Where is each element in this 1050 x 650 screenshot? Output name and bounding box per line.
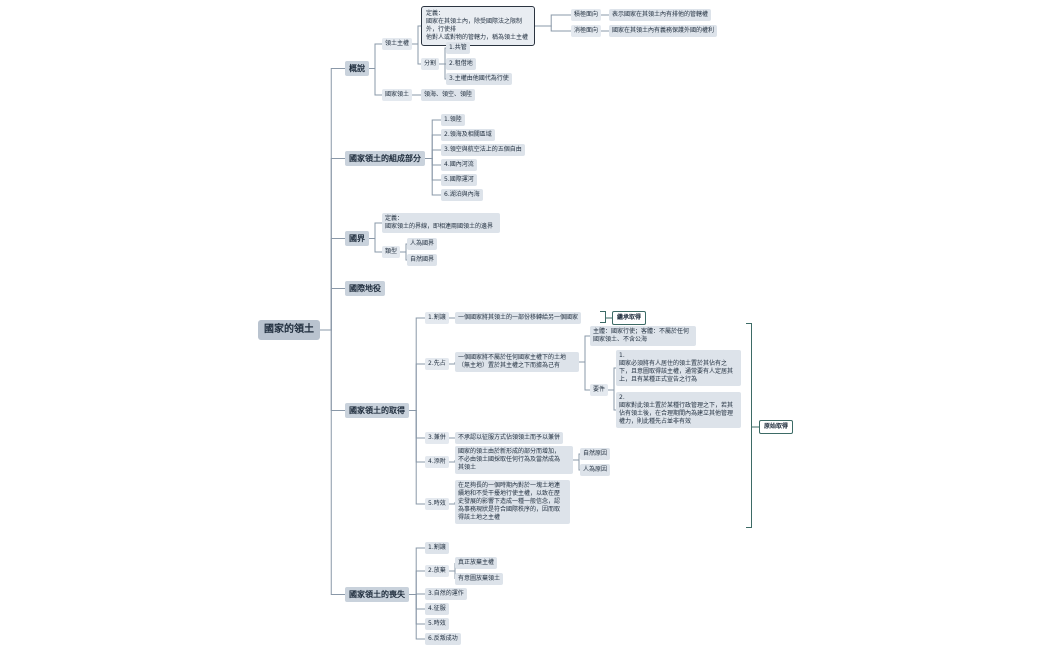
connector (320, 158, 345, 331)
connector (425, 149, 441, 159)
connector (573, 453, 580, 461)
tag-derived-acquisition[interactable]: 繼承取得 (612, 311, 647, 325)
node-prescription-text[interactable]: 在足夠長的一個時期內對於一塊土地連 續地和不受干擾地行使主權，以致在歷 史發展的… (455, 480, 570, 524)
connector (412, 25, 421, 45)
component-3[interactable]: 3.領空與航空法上的五個自由 (441, 144, 525, 156)
bracket-original (746, 323, 752, 528)
node-national-territory[interactable]: 國家領土 (382, 89, 413, 101)
node-annexation[interactable]: 3.兼併 (425, 432, 449, 444)
bracket-derived (600, 311, 606, 323)
node-occupation-subject[interactable]: 主體：國家行使；客體：不屬於任何 國家領土、不含公海 (590, 326, 696, 346)
node-accretion-text[interactable]: 國家的領土由於新形成的部分而增加， 不必由領土國採取任何行為及當然成為 其領土 (455, 446, 573, 474)
connector (439, 47, 446, 65)
connector (400, 243, 407, 253)
connector (409, 410, 425, 505)
node-occupation-elements[interactable]: 要件 (590, 384, 609, 396)
node-annexation-text[interactable]: 不承認以征服方式佔領領土而予以兼併 (455, 432, 564, 444)
connector (439, 63, 446, 80)
node-sovereignty[interactable]: 領土主權 (382, 38, 413, 50)
connector (535, 25, 571, 32)
connector (608, 389, 616, 411)
component-6[interactable]: 6.湖泊與內海 (441, 189, 483, 201)
connector (608, 367, 616, 391)
topic-acquisition[interactable]: 國家領土的取得 (345, 403, 409, 418)
connector (369, 68, 382, 96)
component-1[interactable]: 1.領陸 (441, 114, 465, 126)
connector (409, 410, 425, 463)
loss-abandon-intent[interactable]: 有意圖放棄領土 (455, 573, 504, 585)
connector (425, 119, 441, 159)
node-territory-text[interactable]: 領海、領空、領陸 (421, 89, 476, 101)
connector (400, 251, 407, 261)
connector (409, 410, 425, 439)
connector (535, 14, 571, 27)
connector (409, 594, 425, 640)
node-accretion[interactable]: 4.添附 (425, 456, 449, 468)
node-sovereignty-definition[interactable]: 定義： 國家在其領土內，除受國際法之限制外，行使排 他對人或對物的管轄力，稱為領… (421, 6, 535, 46)
loss-cession[interactable]: 1.割讓 (425, 542, 449, 554)
connector (369, 43, 382, 69)
node-negative-aspect[interactable]: 消極面向 (571, 25, 602, 37)
node-boundary-definition[interactable]: 定義： 國家領土的界線，即相連兩國領土的邊界 (382, 213, 500, 233)
connector (320, 288, 345, 331)
loss-successful-revolt[interactable]: 6.反叛成功 (425, 633, 461, 645)
topic-servitude[interactable]: 國際地役 (345, 281, 385, 296)
node-division-1[interactable]: 1.共管 (446, 42, 470, 54)
connector (320, 238, 345, 331)
node-occupation[interactable]: 2.先占 (425, 358, 449, 370)
connector (409, 570, 425, 595)
connector (369, 222, 382, 239)
node-artificial-cause[interactable]: 人為原因 (580, 464, 611, 476)
connector (320, 329, 345, 595)
loss-conquest[interactable]: 4.征服 (425, 603, 449, 615)
node-division-2[interactable]: 2.租借地 (446, 58, 476, 70)
connector (425, 158, 441, 196)
connector (409, 363, 425, 411)
root-node[interactable]: 國家的領土 (258, 320, 320, 340)
node-cession[interactable]: 1.割讓 (425, 312, 449, 324)
tag-original-acquisition[interactable]: 原始取得 (759, 420, 794, 434)
node-natural-boundary[interactable]: 自然國界 (407, 254, 438, 266)
node-natural-cause[interactable]: 自然原因 (580, 448, 611, 460)
node-element-1[interactable]: 1. 國家必須將有人居住的領土置於其佔有之 下，且意圖取得該主權，通常要有人定居… (616, 350, 741, 386)
node-occupation-text[interactable]: 一個國家將不屬於任何國家主權下的土地 （無主地）置於其主權之下而據為己有 (455, 352, 579, 372)
node-positive-text[interactable]: 表示國家在其領土內有排他的管轄權 (609, 9, 712, 21)
node-positive-aspect[interactable]: 積極面向 (571, 9, 602, 21)
connector (425, 134, 441, 159)
node-division-3[interactable]: 3.主權由他國代為行使 (446, 73, 512, 85)
node-division[interactable]: 分割 (421, 58, 440, 70)
node-cession-text[interactable]: 一個國家將其領土的一部份移轉給另一個國家 (455, 312, 582, 324)
topic-overview[interactable]: 概說 (345, 61, 369, 76)
connector (579, 361, 590, 391)
connector (579, 335, 590, 363)
node-prescription[interactable]: 5.時效 (425, 498, 449, 510)
component-5[interactable]: 5.國際運河 (441, 174, 477, 186)
node-element-2[interactable]: 2. 國家對此領土置於某種行政管理之下，若其 佔有領土後，在合理期間內為建立其他… (616, 392, 741, 428)
topic-boundary[interactable]: 國界 (345, 231, 369, 246)
node-negative-text[interactable]: 國家在其領土內有義務保護外國的權利 (609, 25, 718, 37)
topic-components[interactable]: 國家領土的組成部分 (345, 151, 425, 166)
connector (409, 594, 425, 610)
connector (320, 68, 345, 331)
loss-abandon-real[interactable]: 真正放棄主權 (455, 557, 498, 569)
connector (320, 329, 345, 411)
node-boundary-types[interactable]: 類型 (382, 246, 401, 258)
connector (425, 158, 441, 181)
loss-natural-operation[interactable]: 3.自然的運作 (425, 588, 467, 600)
component-2[interactable]: 2.領海及相關區域 (441, 129, 495, 141)
connector (369, 238, 382, 253)
loss-prescription[interactable]: 5.時效 (425, 618, 449, 630)
loss-abandon[interactable]: 2.放棄 (425, 565, 449, 577)
connector (425, 158, 441, 166)
component-4[interactable]: 4.國內河流 (441, 159, 477, 171)
connector (412, 43, 421, 65)
node-artificial-boundary[interactable]: 人為國界 (407, 238, 438, 250)
topic-loss[interactable]: 國家領土的喪失 (345, 587, 409, 602)
connector (573, 459, 580, 471)
